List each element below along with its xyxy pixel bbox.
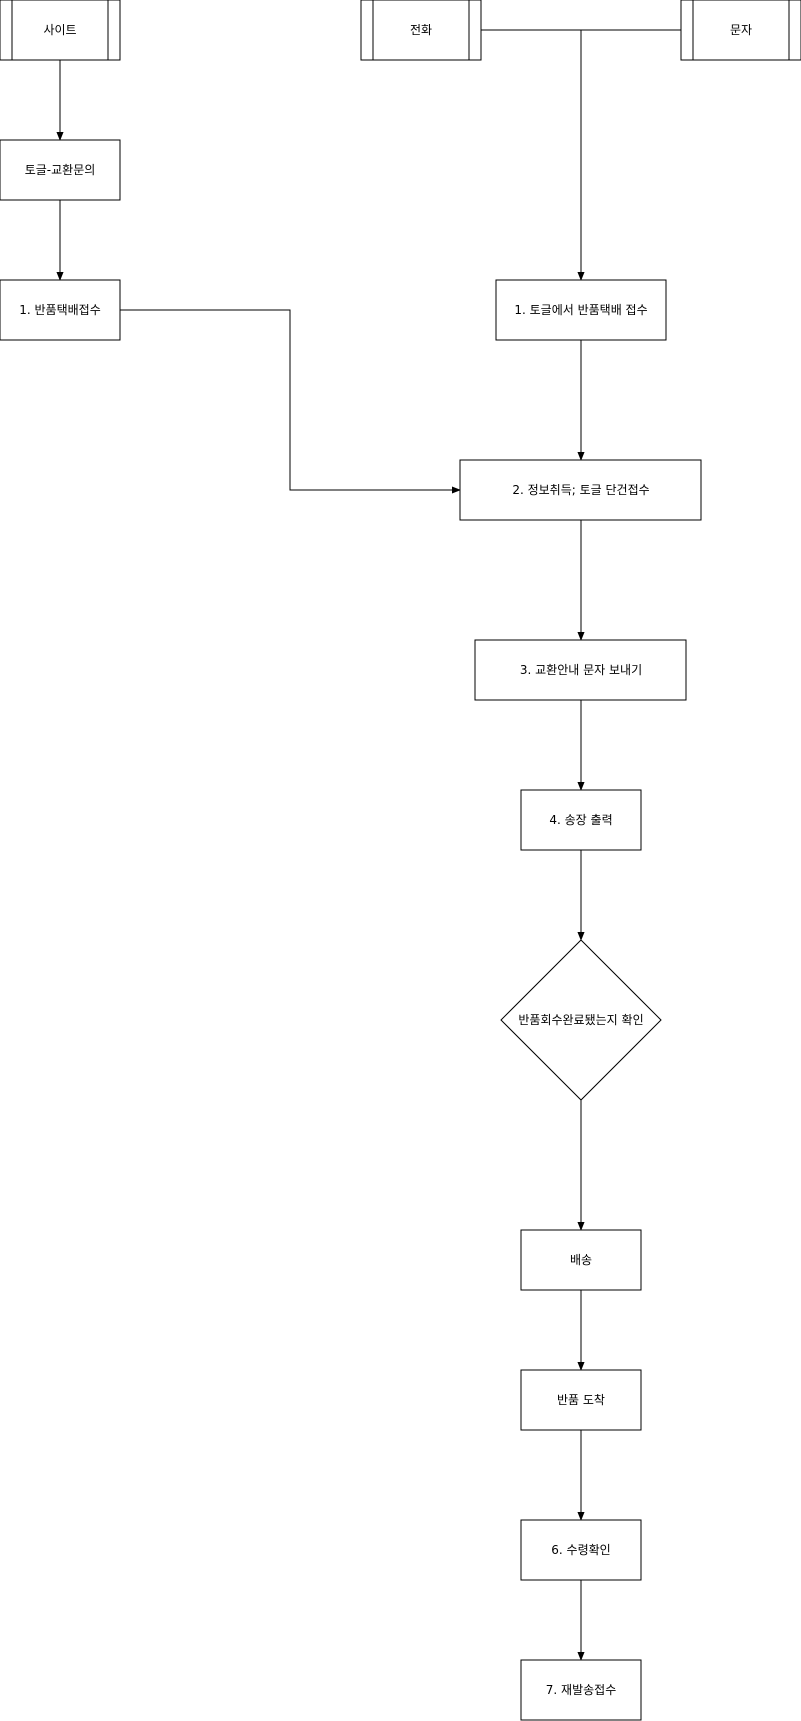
node-phone: 전화 — [360, 0, 482, 61]
node-return-arrival-label: 반품 도착 — [557, 1393, 605, 1407]
node-check-return-collected: 반품회수완료됐는지 확인 — [500, 939, 662, 1101]
node-info-collect: 2. 정보취득; 토글 단건접수 — [459, 459, 702, 521]
node-reship-receipt: 7. 재발송접수 — [520, 1659, 642, 1721]
node-send-exchange-sms: 3. 교환안내 문자 보내기 — [474, 639, 687, 701]
node-delivery-label: 배송 — [570, 1253, 592, 1267]
node-sms: 문자 — [680, 0, 801, 61]
node-print-invoice-label: 4. 송장 출력 — [549, 813, 612, 827]
node-sms-label: 문자 — [730, 23, 752, 37]
node-site-label: 사이트 — [43, 23, 76, 37]
edge-return-receipt-to-info-collect — [120, 309, 459, 490]
node-togle-return-courier-receipt-label: 1. 토글에서 반품택배 접수 — [514, 303, 647, 317]
node-check-return-collected-label: 반품회수완료됐는지 확인 — [518, 1013, 643, 1027]
node-confirm-receipt-label: 6. 수령확인 — [551, 1543, 610, 1557]
node-reship-receipt-label: 7. 재발송접수 — [546, 1683, 616, 1697]
node-return-arrival: 반품 도착 — [520, 1369, 642, 1431]
node-return-courier-receipt-label: 1. 반품택배접수 — [19, 303, 101, 317]
node-delivery: 배송 — [520, 1229, 642, 1291]
node-togle-return-courier-receipt: 1. 토글에서 반품택배 접수 — [495, 279, 667, 341]
edges — [60, 29, 681, 1659]
node-site: 사이트 — [0, 0, 121, 61]
node-return-courier-receipt: 1. 반품택배접수 — [0, 279, 121, 341]
node-info-collect-label: 2. 정보취득; 토글 단건접수 — [512, 483, 649, 497]
node-togle-exchange-inquiry-label: 토글-교환문의 — [25, 163, 96, 177]
node-print-invoice: 4. 송장 출력 — [520, 789, 642, 851]
node-togle-exchange-inquiry: 토글-교환문의 — [0, 139, 121, 201]
node-send-exchange-sms-label: 3. 교환안내 문자 보내기 — [520, 663, 642, 677]
node-phone-label: 전화 — [410, 23, 432, 37]
node-confirm-receipt: 6. 수령확인 — [520, 1519, 642, 1581]
